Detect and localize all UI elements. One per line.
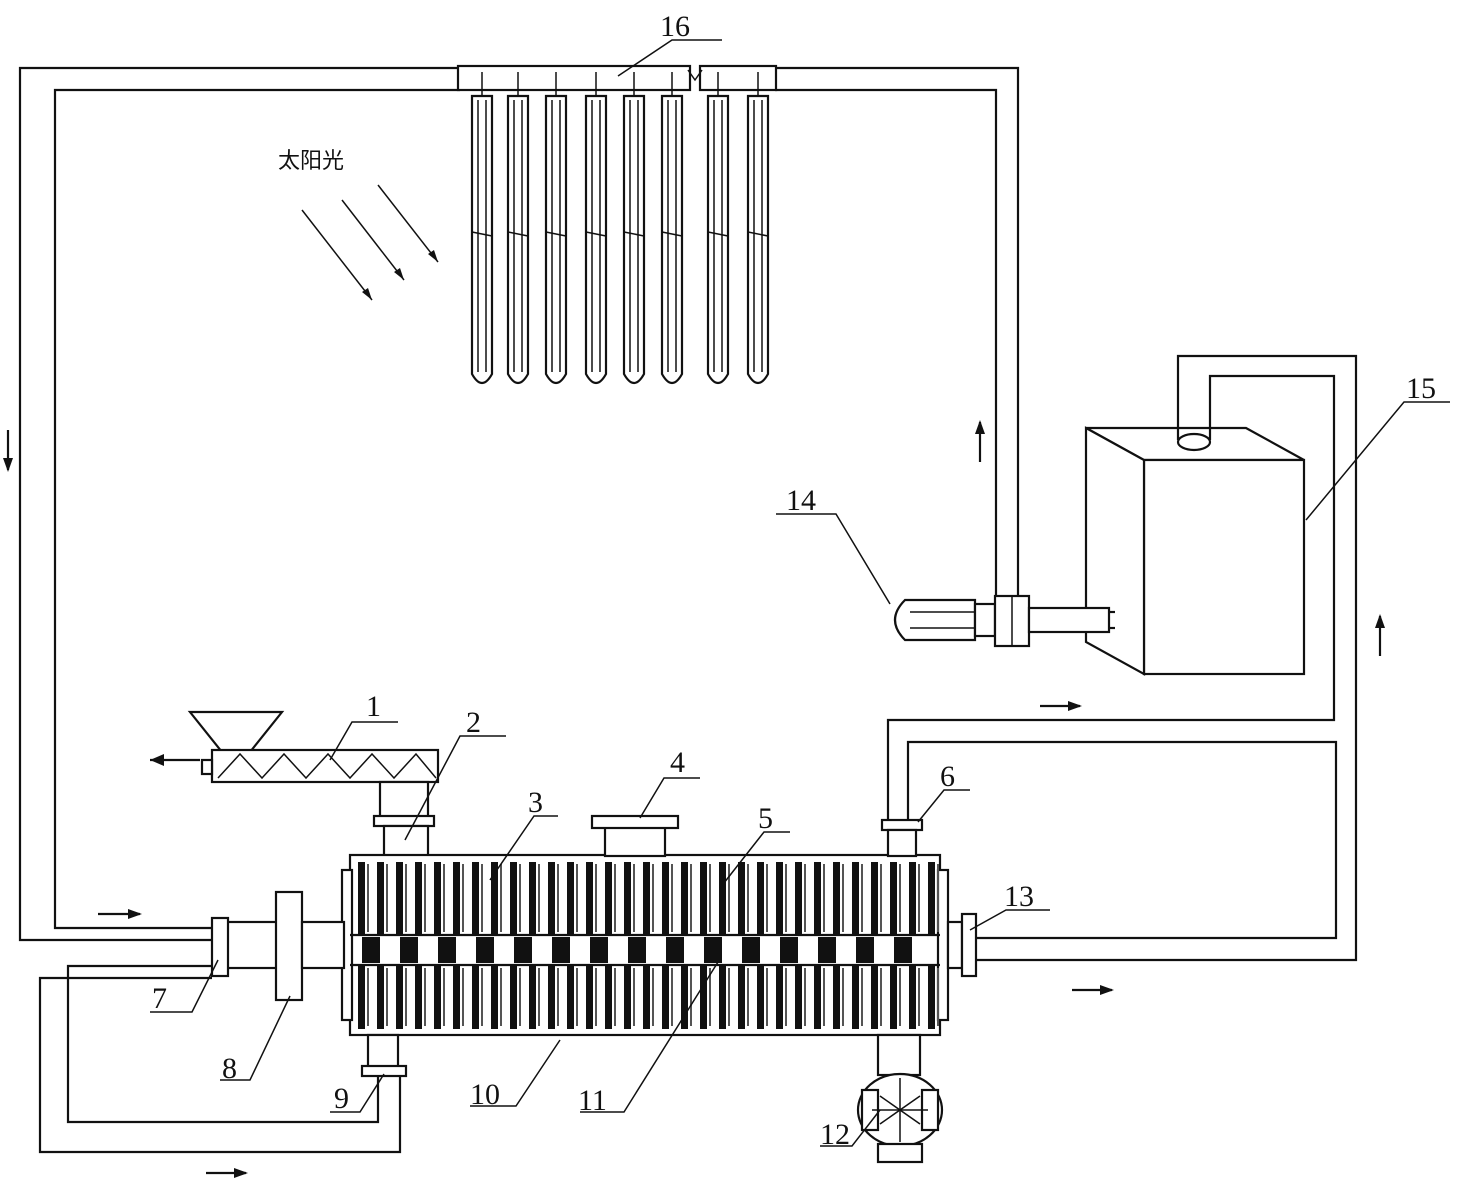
sunlight-label: 太阳光	[278, 149, 344, 174]
component-label-9: 9	[334, 1082, 349, 1115]
shaft-segment	[628, 937, 646, 963]
fin	[415, 862, 426, 1029]
fin	[491, 862, 502, 1029]
solar-collector	[456, 64, 778, 385]
fin	[871, 862, 882, 1029]
shaft-segment	[476, 937, 494, 963]
vacuum-tube	[584, 72, 608, 385]
fin	[681, 862, 692, 1029]
component-label-14: 14	[786, 484, 816, 517]
shaft-segment	[704, 937, 722, 963]
bottom-return-pipe	[38, 964, 402, 1154]
shaft-segment	[362, 937, 380, 963]
component-label-11: 11	[578, 1084, 607, 1117]
fin	[586, 862, 597, 1029]
vacuum-tube	[746, 72, 770, 385]
vacuum-tubes	[470, 72, 770, 385]
shaft-segment	[856, 937, 874, 963]
component-label-8: 8	[222, 1052, 237, 1085]
fin	[738, 862, 749, 1029]
component-label-2: 2	[466, 706, 481, 739]
fin	[605, 862, 616, 1029]
shaft-segment	[666, 937, 684, 963]
flow-arrows	[3, 420, 1385, 1178]
component-label-13: 13	[1004, 880, 1034, 913]
leader-lines	[150, 39, 1450, 1147]
fin	[909, 862, 920, 1029]
fin	[377, 862, 388, 1029]
shaft-segment	[514, 937, 532, 963]
fin	[700, 862, 711, 1029]
component-label-3: 3	[528, 786, 543, 819]
fin	[510, 862, 521, 1029]
vacuum-tube	[470, 72, 494, 385]
component-label-5: 5	[758, 802, 773, 835]
vacuum-tube	[622, 72, 646, 385]
sunlight-arrows	[301, 184, 439, 301]
fin	[358, 862, 369, 1029]
heating-fins	[358, 862, 939, 1029]
shaft-segment	[894, 937, 912, 963]
component-label-10: 10	[470, 1078, 500, 1111]
shaft-segment	[590, 937, 608, 963]
right-outlet	[946, 912, 978, 978]
circulation-pump	[893, 594, 1115, 648]
component-label-16: 16	[660, 10, 690, 43]
component-label-6: 6	[940, 760, 955, 793]
fin	[662, 862, 673, 1029]
fin	[795, 862, 806, 1029]
fin	[890, 862, 901, 1029]
fin	[624, 862, 635, 1029]
shaft-segment	[818, 937, 836, 963]
left-circulation-pipe	[18, 66, 460, 942]
vacuum-tube	[544, 72, 568, 385]
vacuum-tube	[660, 72, 684, 385]
shaft-segment	[552, 937, 570, 963]
component-label-4: 4	[670, 746, 685, 779]
fin	[757, 862, 768, 1029]
fin	[814, 862, 825, 1029]
dryer-drum	[340, 814, 950, 1078]
fin	[453, 862, 464, 1029]
fin	[643, 862, 654, 1029]
fin	[529, 862, 540, 1029]
fin	[434, 862, 445, 1029]
fin	[928, 862, 939, 1029]
fin	[852, 862, 863, 1029]
fin	[833, 862, 844, 1029]
bottom-pump	[856, 1072, 944, 1164]
fin	[719, 862, 730, 1029]
shaft-segment	[438, 937, 456, 963]
fin	[472, 862, 483, 1029]
fin	[567, 862, 578, 1029]
fin	[776, 862, 787, 1029]
screw-feeder	[150, 710, 440, 860]
fin	[548, 862, 559, 1029]
storage-tank	[886, 354, 1358, 962]
shaft-segment	[400, 937, 418, 963]
left-inlet-assembly	[210, 890, 346, 1002]
component-label-15: 15	[1406, 372, 1436, 405]
component-label-1: 1	[366, 690, 381, 723]
vacuum-tube	[706, 72, 730, 385]
component-label-7: 7	[152, 982, 167, 1015]
vacuum-tube	[506, 72, 530, 385]
fin	[396, 862, 407, 1029]
shaft-segment	[780, 937, 798, 963]
component-label-12: 12	[820, 1118, 850, 1151]
collector-return-pipe	[775, 66, 1020, 600]
shaft-segment	[742, 937, 760, 963]
